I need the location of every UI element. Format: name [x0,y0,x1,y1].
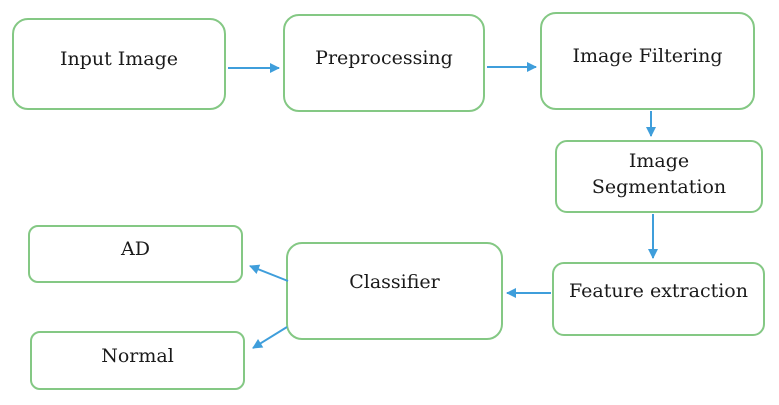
node-normal: Normal [30,331,245,390]
node-normal-label: Normal [101,344,174,367]
node-image-filtering: Image Filtering [540,12,755,110]
arrow-classifier-to-ad [249,264,289,282]
arrow-classifier-to-normal [252,326,288,349]
node-ad-label: AD [121,238,150,261]
node-input-image: Input Image [12,18,226,110]
node-image-segmentation-label: Image Segmentation [591,149,727,198]
node-classifier: Classifier [286,242,503,340]
node-ad: AD [28,225,243,283]
node-classifier-label: Classifier [349,271,440,294]
node-feature-extraction-label: Feature extraction [569,280,748,303]
node-image-filtering-label: Image Filtering [572,45,723,68]
node-image-segmentation: Image Segmentation [555,140,763,213]
node-input-image-label: Input Image [59,48,179,71]
node-preprocessing: Preprocessing [283,14,485,112]
node-feature-extraction: Feature extraction [552,262,765,336]
node-preprocessing-label: Preprocessing [315,47,453,70]
